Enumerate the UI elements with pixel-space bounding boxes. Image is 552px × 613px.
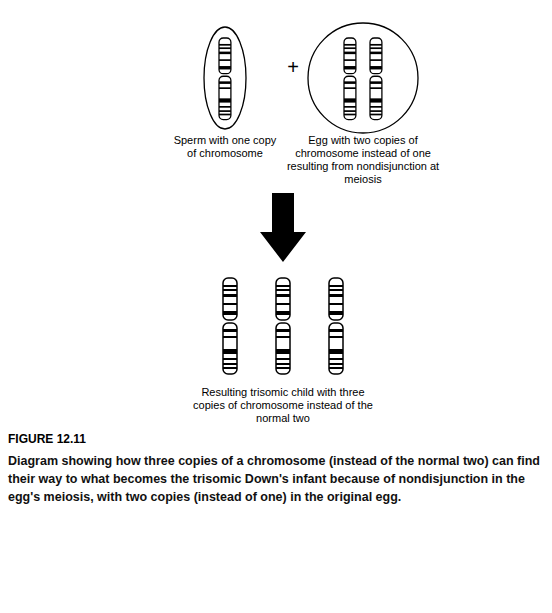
result-label: Resulting trisomic child with three copi…: [188, 386, 378, 425]
cell-label: Egg with two copies of chromosome instea…: [278, 134, 448, 186]
plus-sign: +: [284, 56, 302, 78]
egg-cell: Egg with two copies of chromosome instea…: [278, 20, 448, 186]
sperm-chromosome: [219, 38, 231, 120]
cell-label: Sperm with one copy of chromosome: [170, 134, 280, 160]
egg-chromosomes: [344, 38, 382, 120]
trisomic-chromosomes: [223, 278, 343, 374]
figure-caption: Diagram showing how three copies of a ch…: [8, 452, 542, 506]
down-arrow: [260, 193, 306, 262]
sperm-cell: Sperm with one copy of chromosome: [170, 24, 280, 160]
figure-number: FIGURE 12.11: [8, 432, 208, 446]
egg-cell-outline: [278, 20, 448, 134]
sperm-cell-outline: [170, 24, 280, 134]
